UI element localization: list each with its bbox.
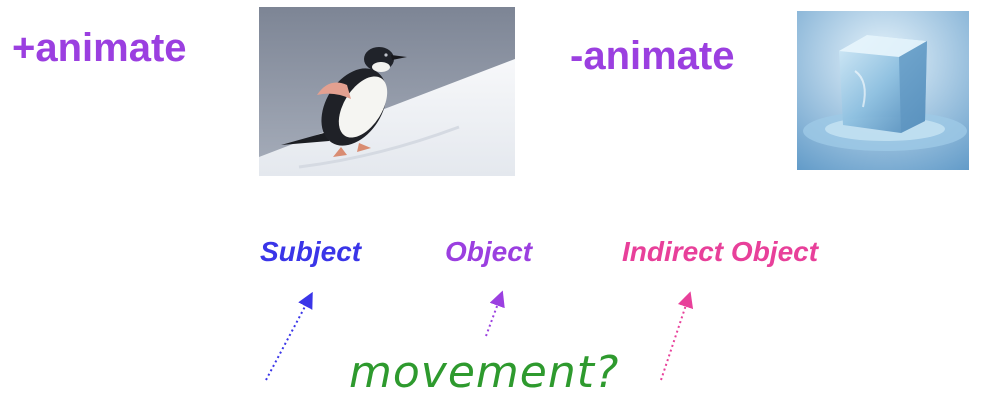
- object-arrow: [485, 290, 505, 337]
- movement-question: movement?: [349, 347, 620, 398]
- indirect-object-arrow: [660, 291, 694, 381]
- ice-cube-image: [797, 11, 969, 170]
- minus-animate-label: -animate: [570, 34, 735, 78]
- penguin-icon: [259, 7, 515, 176]
- subject-arrow: [265, 291, 313, 381]
- plus-animate-label: +animate: [12, 26, 187, 70]
- ice-cube-icon: [797, 11, 969, 170]
- penguin-image: [259, 7, 515, 176]
- indirect-object-label: Indirect Object: [622, 236, 819, 267]
- subject-label: Subject: [260, 236, 362, 267]
- object-label: Object: [445, 236, 533, 267]
